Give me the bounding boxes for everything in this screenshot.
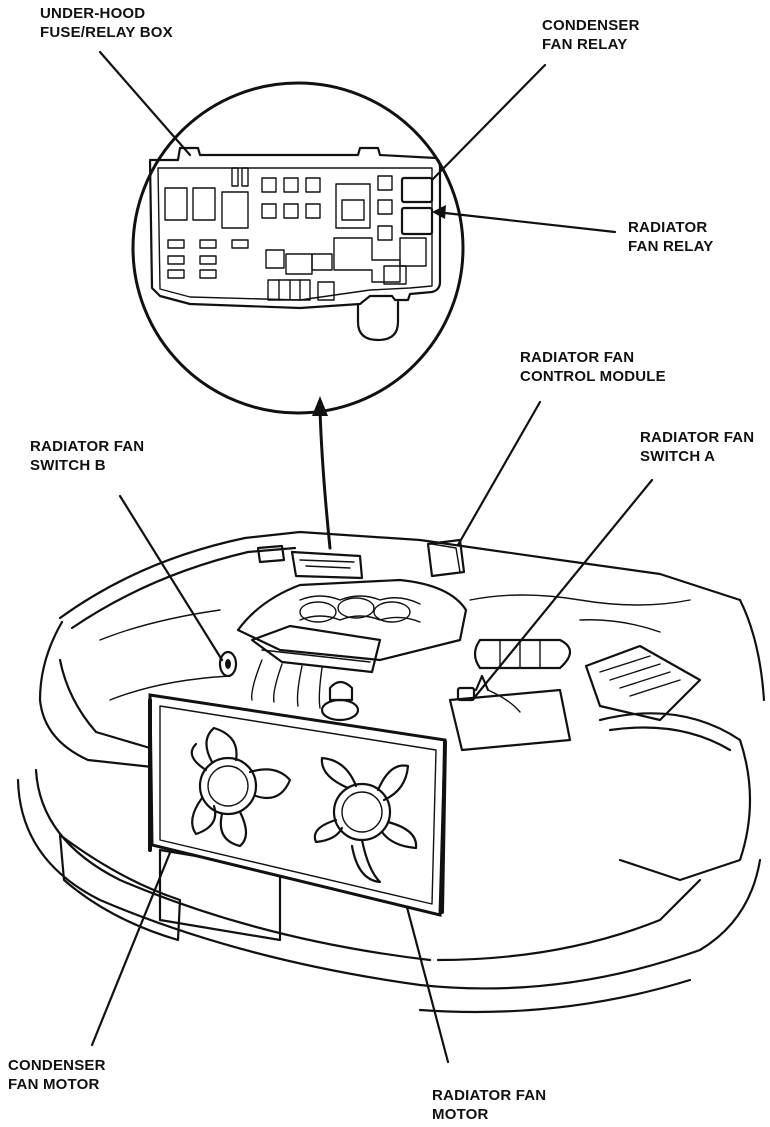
condenser-fan-relay	[400, 176, 434, 204]
radiator-fan	[313, 756, 418, 884]
car-body	[16, 530, 766, 1014]
engine	[99, 538, 702, 752]
radiator-assembly	[148, 693, 447, 917]
condenser-fan	[190, 726, 292, 848]
fuse-box-detail-circle	[131, 81, 465, 415]
radiator-fan-relay	[400, 206, 434, 236]
